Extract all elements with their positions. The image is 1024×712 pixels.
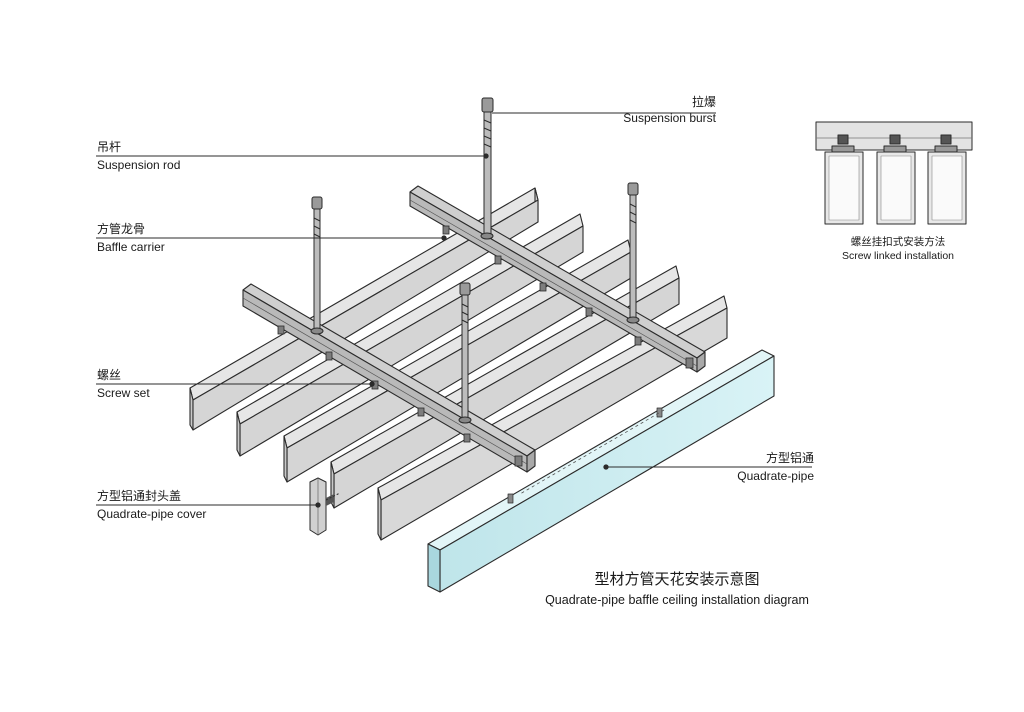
inset-pipe [876,134,916,225]
label-en: Quadrate-pipe [737,469,814,483]
screw-icon [442,225,450,235]
screw-icon [539,282,547,292]
screw-icon [514,455,523,467]
label-cn: 螺丝 [97,368,122,382]
baffle [377,295,728,541]
screw-icon [463,433,471,443]
suspension-rod [626,182,640,324]
label-cn: 方管龙骨 [97,222,146,236]
screw-icon [634,336,642,346]
screw-icon [585,307,593,317]
inset-pipe [927,134,967,225]
label-cn: 方型铝通 [765,451,814,465]
leader-lines [96,112,812,508]
inset-screw-linked [815,121,973,225]
label-screw-set: 螺丝 Screw set [97,367,150,401]
screw-icon [685,357,694,369]
inset-caption-en: Screw linked installation [841,250,955,262]
baffle [189,187,539,431]
baffle-array [189,187,728,541]
label-en: Quadrate-pipe cover [97,507,207,521]
screw-icon [277,325,285,335]
suspension-rod [310,196,324,335]
label-en: Suspension burst [623,111,716,125]
label-cn: 吊杆 [97,140,122,154]
label-quadrate-pipe: 方型铝通 Quadrate-pipe [680,450,814,484]
screw-icon [494,255,502,265]
label-en: Baffle carrier [97,240,165,254]
inset-caption-cn: 螺丝挂扣式安装方法 [850,236,946,248]
label-pipe-cover: 方型铝通封头盖 Quadrate-pipe cover [97,488,206,522]
label-cn: 拉爆 [691,95,716,109]
screw-icon [325,351,333,361]
title-en: Quadrate-pipe baffle ceiling installatio… [545,593,809,607]
label-en: Screw set [97,386,150,400]
baffle [236,213,584,457]
label-baffle-carrier: 方管龙骨 Baffle carrier [97,221,165,255]
inset-pipe [824,134,864,225]
suspension-rod [458,282,472,424]
label-suspension-rod: 吊杆 Suspension rod [97,139,180,173]
inset-caption: 螺丝挂扣式安装方法 Screw linked installation [818,235,978,263]
suspension-rod [480,97,494,240]
screw-icon [417,407,425,417]
label-suspension-burst: 拉爆 Suspension burst [560,94,716,126]
label-cn: 方型铝通封头盖 [97,489,182,503]
label-en: Suspension rod [97,158,181,172]
screw-set-group [277,225,694,467]
suspension-rods [310,97,640,424]
diagram-title: 型材方管天花安装示意图 Quadrate-pipe baffle ceiling… [535,569,819,608]
baffle [283,239,632,483]
quadrate-pipe-part [427,349,775,593]
title-cn: 型材方管天花安装示意图 [594,570,760,588]
